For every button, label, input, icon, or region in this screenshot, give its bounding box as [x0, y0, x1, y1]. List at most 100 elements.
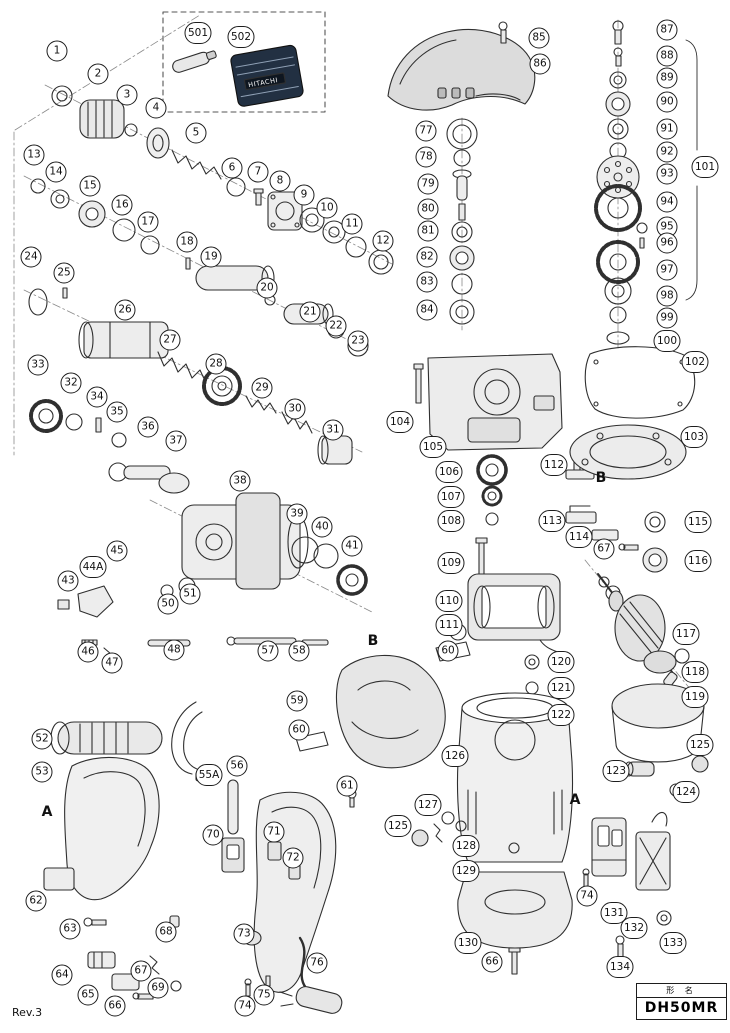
callout-18: 18	[176, 231, 198, 253]
callout-55A: 55A	[195, 764, 223, 786]
callout-124: 124	[672, 781, 700, 803]
callout-115: 115	[684, 511, 712, 533]
callout-64: 64	[51, 964, 73, 986]
callout-133: 133	[659, 932, 687, 954]
callout-7: 7	[247, 161, 269, 183]
callout-41: 41	[341, 535, 363, 557]
callout-50: 50	[157, 593, 179, 615]
callout-26: 26	[114, 299, 136, 321]
callout-28: 28	[205, 353, 227, 375]
callout-88: 88	[656, 45, 678, 67]
callout-129: 129	[452, 860, 480, 882]
callout-65: 65	[77, 984, 99, 1006]
model-field-label: 形 名	[637, 984, 726, 998]
callout-60: 60	[288, 719, 310, 741]
callout-52: 52	[31, 728, 53, 750]
callout-93: 93	[656, 163, 678, 185]
callout-31: 31	[322, 419, 344, 441]
callout-89: 89	[656, 67, 678, 89]
callout-74: 74	[576, 885, 598, 907]
callout-131: 131	[600, 902, 628, 924]
carrying-case-part: HITACHI	[230, 44, 304, 107]
callout-502: 502	[227, 26, 255, 48]
callout-46: 46	[77, 641, 99, 663]
callout-35: 35	[106, 401, 128, 423]
callout-78: 78	[415, 146, 437, 168]
callout-33: 33	[27, 354, 49, 376]
callout-53: 53	[31, 761, 53, 783]
callout-29: 29	[251, 377, 273, 399]
callout-22: 22	[325, 315, 347, 337]
callout-23: 23	[347, 330, 369, 352]
callout-45: 45	[106, 540, 128, 562]
callout-130: 130	[454, 932, 482, 954]
callout-76: 76	[306, 952, 328, 974]
callout-66: 66	[104, 995, 126, 1017]
callout-70: 70	[202, 824, 224, 846]
callout-134: 134	[606, 956, 634, 978]
callout-60: 60	[437, 640, 459, 662]
callout-104: 104	[386, 411, 414, 433]
section-letter-A: A	[569, 792, 581, 808]
callout-25: 25	[53, 262, 75, 284]
callout-37: 37	[165, 430, 187, 452]
callout-59: 59	[286, 690, 308, 712]
callout-112: 112	[540, 454, 568, 476]
callout-84: 84	[416, 299, 438, 321]
callout-4: 4	[145, 97, 167, 119]
callout-56: 56	[226, 755, 248, 777]
callout-109: 109	[437, 552, 465, 574]
callout-113: 113	[538, 510, 566, 532]
callout-85: 85	[528, 27, 550, 49]
section-letter-B: B	[367, 633, 379, 649]
callout-11: 11	[341, 213, 363, 235]
callout-5: 5	[185, 122, 207, 144]
callout-48: 48	[163, 639, 185, 661]
callout-12: 12	[372, 230, 394, 252]
callout-116: 116	[684, 550, 712, 572]
callout-100: 100	[653, 330, 681, 352]
callout-73: 73	[233, 923, 255, 945]
callout-120: 120	[547, 651, 575, 673]
callout-13: 13	[23, 144, 45, 166]
callout-127: 127	[414, 794, 442, 816]
callout-9: 9	[293, 184, 315, 206]
callout-40: 40	[311, 516, 333, 538]
callout-32: 32	[60, 372, 82, 394]
callout-72: 72	[282, 847, 304, 869]
callout-125: 125	[384, 815, 412, 837]
callout-57: 57	[257, 640, 279, 662]
callout-36: 36	[137, 416, 159, 438]
callout-86: 86	[529, 53, 551, 75]
callout-98: 98	[656, 285, 678, 307]
callout-43: 43	[57, 570, 79, 592]
callout-61: 61	[336, 775, 358, 797]
callout-74: 74	[234, 995, 256, 1017]
callout-30: 30	[284, 398, 306, 420]
callout-119: 119	[681, 686, 709, 708]
callout-15: 15	[79, 175, 101, 197]
section-letter-B: B	[595, 470, 607, 486]
callout-82: 82	[416, 246, 438, 268]
callout-69: 69	[147, 977, 169, 999]
callout-2: 2	[87, 63, 109, 85]
callout-27: 27	[159, 329, 181, 351]
callout-97: 97	[656, 259, 678, 281]
callout-111: 111	[435, 614, 463, 636]
callout-132: 132	[620, 917, 648, 939]
callout-114: 114	[565, 526, 593, 548]
callout-67: 67	[593, 538, 615, 560]
callout-92: 92	[656, 141, 678, 163]
section-letter-A: A	[41, 804, 53, 820]
callout-67: 67	[130, 960, 152, 982]
callout-99: 99	[656, 307, 678, 329]
callout-80: 80	[417, 198, 439, 220]
callout-107: 107	[437, 486, 465, 508]
callout-81: 81	[417, 220, 439, 242]
callout-10: 10	[316, 197, 338, 219]
callout-16: 16	[111, 194, 133, 216]
callout-38: 38	[229, 470, 251, 492]
callout-58: 58	[288, 640, 310, 662]
callout-96: 96	[656, 232, 678, 254]
